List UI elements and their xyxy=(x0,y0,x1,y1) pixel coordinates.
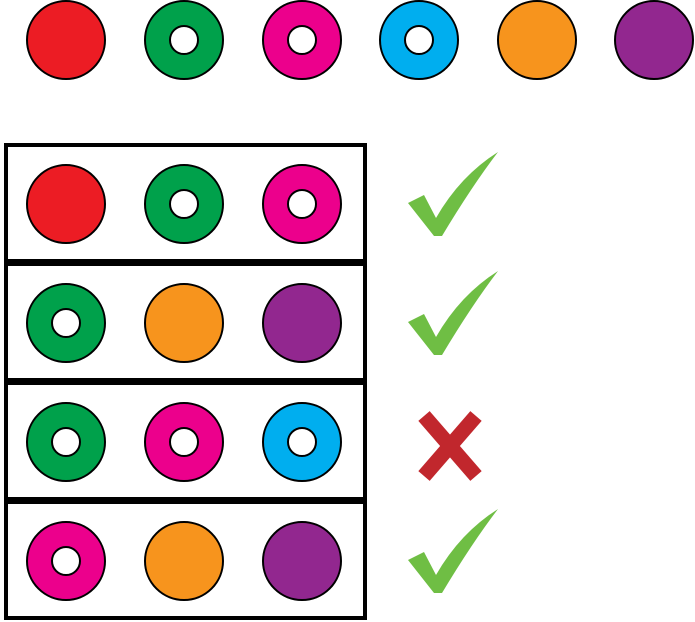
red-circle xyxy=(26,0,106,80)
row-box xyxy=(4,143,367,263)
checkmark-icon xyxy=(408,271,498,355)
green-circle-with-hole xyxy=(26,283,106,363)
pink-circle-with-hole xyxy=(262,0,342,80)
circle-hole xyxy=(169,25,199,55)
orange-circle xyxy=(497,0,577,80)
circle-hole xyxy=(51,308,81,338)
circle-hole xyxy=(287,427,317,457)
row-box xyxy=(4,262,367,382)
pink-circle-with-hole xyxy=(262,164,342,244)
purple-circle xyxy=(614,0,694,80)
blue-circle-with-hole xyxy=(262,402,342,482)
purple-circle xyxy=(262,283,342,363)
cross-icon xyxy=(418,411,482,481)
green-circle-with-hole xyxy=(144,164,224,244)
green-circle-with-hole xyxy=(144,0,224,80)
purple-circle xyxy=(262,521,342,601)
circle-hole xyxy=(287,189,317,219)
blue-circle-with-hole xyxy=(379,0,459,80)
green-circle-with-hole xyxy=(26,402,106,482)
circle-hole xyxy=(404,25,434,55)
orange-circle xyxy=(144,521,224,601)
red-circle xyxy=(26,164,106,244)
circle-hole xyxy=(287,25,317,55)
circle-hole xyxy=(169,427,199,457)
circle-hole xyxy=(51,427,81,457)
checkmark-icon xyxy=(408,152,498,236)
row-box xyxy=(4,500,367,620)
orange-circle xyxy=(144,283,224,363)
circle-hole xyxy=(169,189,199,219)
pink-circle-with-hole xyxy=(26,521,106,601)
row-box xyxy=(4,381,367,501)
circle-hole xyxy=(51,546,81,576)
pink-circle-with-hole xyxy=(144,402,224,482)
checkmark-icon xyxy=(408,509,498,593)
